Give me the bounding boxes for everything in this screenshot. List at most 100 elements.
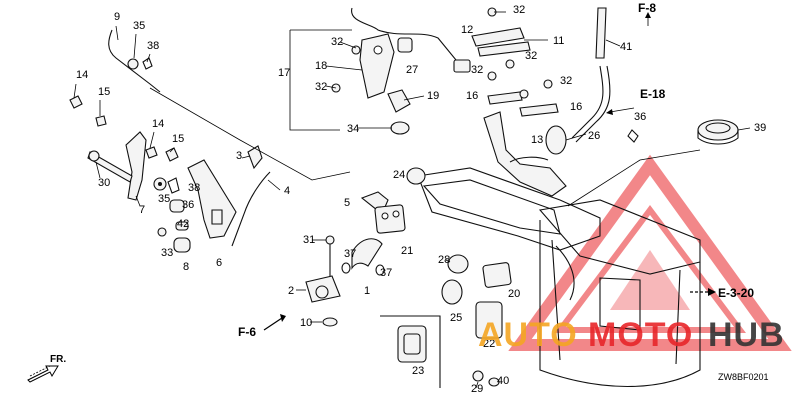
screw-part-2 (472, 370, 484, 382)
grommet-part (95, 115, 107, 127)
callout-number: 32 (560, 75, 572, 87)
callout-number: 30 (98, 177, 110, 189)
callout-number: 38 (147, 40, 159, 52)
watermark-triangle (508, 154, 792, 351)
throttle-linkage-group (69, 29, 271, 253)
plate-part-2 (477, 41, 531, 57)
callout-number: 16 (466, 90, 478, 102)
ref-label-f8: F-8 (638, 1, 656, 15)
watermark-logo: AUTO MOTO HUB (478, 316, 785, 354)
choke-lever-part (187, 159, 237, 239)
plate-part-3 (487, 91, 523, 105)
callout-number: 32 (315, 81, 327, 93)
callout-number: 22 (483, 338, 495, 350)
cap-part (441, 279, 463, 305)
callout-number: 17 (278, 67, 290, 79)
reference-arrows (27, 12, 716, 383)
wire-harness-part (351, 7, 465, 69)
callout-number: 32 (513, 4, 525, 16)
callout-number: 40 (497, 375, 509, 387)
callout-number: 35 (158, 193, 170, 205)
callout-number: 3 (236, 150, 242, 162)
callout-number: 33 (161, 247, 173, 259)
callout-number: 39 (754, 122, 766, 134)
leader-lines (73, 11, 751, 389)
panel-part (475, 301, 503, 339)
callout-number: 25 (450, 312, 462, 324)
callout-number: 23 (412, 365, 424, 377)
callout-number: 14 (76, 69, 88, 81)
callout-number: 6 (216, 257, 222, 269)
washer-part (127, 58, 139, 70)
vent-hose-part (351, 238, 383, 270)
bushing-part (175, 221, 189, 231)
cover-part (482, 262, 512, 288)
watermark-word-hub: HUB (708, 316, 785, 354)
choke-rod-part (231, 171, 271, 247)
callout-number: 7 (139, 204, 145, 216)
callout-number: 8 (183, 261, 189, 273)
throttle-body-bracket-part (483, 111, 567, 197)
callout-number: 9 (114, 11, 120, 23)
group-bracket-17 (289, 30, 340, 131)
collar-part (169, 199, 185, 213)
lower-parts-group (305, 167, 512, 388)
callout-number: 13 (531, 134, 543, 146)
callout-number: 14 (152, 118, 164, 130)
callout-number: 32 (525, 50, 537, 62)
clip-part-3 (167, 177, 180, 194)
clip-part (142, 57, 153, 70)
callout-number: 21 (401, 245, 413, 257)
boot-part (545, 125, 567, 155)
callout-number: 16 (570, 101, 582, 113)
plug-part (406, 167, 426, 185)
harness-bracket-group (289, 7, 471, 135)
callout-number: 20 (508, 288, 520, 300)
bracket-part (359, 33, 395, 99)
callout-number: 24 (393, 169, 405, 181)
watermark-word-auto: AUTO (478, 316, 578, 354)
upper-cover-part (417, 167, 601, 251)
nut-part (157, 227, 167, 237)
lower-case-part (539, 220, 701, 388)
clip-part-4 (397, 37, 413, 53)
plate-part-4 (519, 103, 559, 117)
rubber-mount-part (173, 237, 191, 253)
ref-label-f6: F-6 (238, 325, 256, 339)
callout-number: 36 (182, 199, 194, 211)
callout-number: 5 (344, 197, 350, 209)
callout-number: 10 (300, 317, 312, 329)
callout-number: 2 (288, 285, 294, 297)
bolt-part (145, 146, 158, 159)
connector-part (453, 59, 471, 73)
hose-part-2 (571, 65, 604, 139)
bolt-head-part (88, 150, 100, 162)
access-cover-part (397, 325, 427, 363)
filter-part (374, 204, 406, 234)
callout-number: 34 (347, 123, 359, 135)
callout-number: 38 (188, 182, 200, 194)
clamp-part (627, 129, 639, 143)
plug-part-2 (447, 254, 469, 274)
callout-number: 32 (331, 36, 343, 48)
mounting-plates-group (471, 7, 739, 197)
callout-number: 29 (471, 383, 483, 395)
callout-number: 37 (380, 267, 392, 279)
throttle-rod-part (108, 29, 161, 93)
callout-number: 27 (406, 64, 418, 76)
holder-part (387, 89, 411, 113)
callout-number: 19 (427, 90, 439, 102)
callout-number: 37 (344, 248, 356, 260)
callout-number: 32 (471, 64, 483, 76)
callout-number: 12 (461, 24, 473, 36)
callout-number: 42 (177, 218, 189, 230)
ref-label-e320: E-3-20 (718, 286, 754, 300)
callout-number: 15 (172, 133, 184, 145)
plate-part (471, 27, 525, 47)
watermark-word-moto: MOTO (588, 316, 693, 354)
callout-number: 31 (303, 234, 315, 246)
ref-label-e18: E-18 (640, 87, 666, 101)
callout-number: 35 (133, 20, 145, 32)
